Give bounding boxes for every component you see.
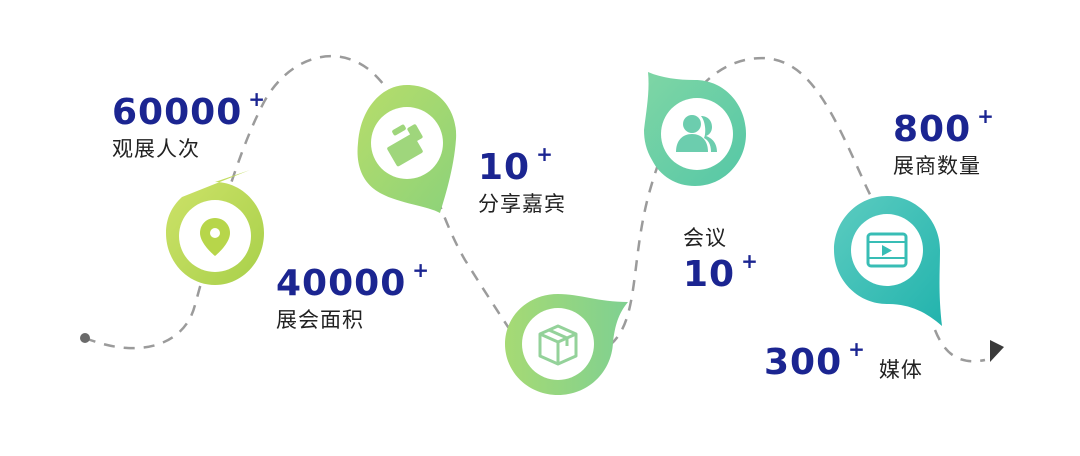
video-icon bbox=[866, 232, 908, 268]
pin-people bbox=[640, 72, 750, 202]
stat-area: 40000+ 展会面积 bbox=[276, 260, 429, 332]
stat-meetings: 会议 10+ bbox=[683, 228, 758, 293]
meetings-plus: + bbox=[741, 249, 758, 273]
location-icon bbox=[200, 218, 230, 256]
stat-visitors: 60000+ 观展人次 bbox=[112, 89, 265, 161]
visitors-plus: + bbox=[248, 87, 266, 111]
stat-media: 300+ 媒体 bbox=[764, 339, 923, 383]
speakers-label: 分享嘉宾 bbox=[478, 192, 566, 216]
area-label: 展会面积 bbox=[276, 308, 364, 332]
box-icon bbox=[538, 324, 578, 366]
media-label: 媒体 bbox=[878, 358, 923, 382]
stat-speakers: 10+ 分享嘉宾 bbox=[478, 144, 566, 216]
exhibitors-plus: + bbox=[977, 104, 994, 128]
pin-video bbox=[830, 190, 950, 330]
path-end-arrow bbox=[990, 340, 1004, 362]
pin-handshake bbox=[352, 85, 462, 215]
pin-box bbox=[500, 282, 630, 402]
media-number: 300 bbox=[764, 342, 843, 383]
speakers-plus: + bbox=[536, 142, 553, 166]
speakers-number: 10 bbox=[478, 147, 531, 188]
path-start-dot bbox=[80, 333, 90, 343]
exhibitors-label: 展商数量 bbox=[893, 154, 981, 178]
handshake-icon bbox=[387, 124, 423, 167]
exhibitors-number: 800 bbox=[893, 109, 972, 150]
area-plus: + bbox=[412, 258, 430, 282]
meetings-label: 会议 bbox=[683, 226, 727, 250]
stat-exhibitors: 800+ 展商数量 bbox=[893, 106, 994, 178]
pin-location bbox=[160, 170, 270, 300]
visitors-number: 60000 bbox=[112, 92, 243, 133]
people-icon bbox=[676, 115, 717, 152]
meetings-number: 10 bbox=[683, 254, 736, 295]
visitors-label: 观展人次 bbox=[112, 137, 200, 161]
area-number: 40000 bbox=[276, 263, 407, 304]
media-plus: + bbox=[848, 337, 865, 361]
